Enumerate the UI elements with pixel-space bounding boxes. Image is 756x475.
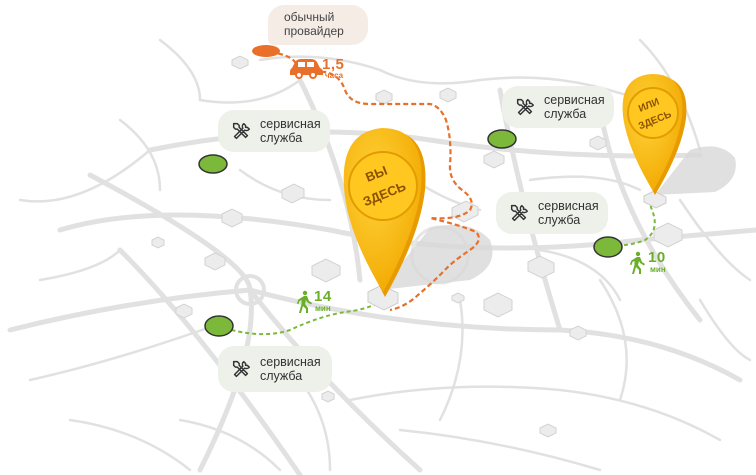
tools-icon	[232, 360, 250, 378]
service-markers	[198, 129, 623, 337]
service-label: сервисная служба	[260, 355, 321, 383]
service-bubble[interactable]: сервисная служба	[218, 346, 332, 392]
pin-shadow-main	[380, 224, 493, 290]
pin-shadow-secondary	[655, 146, 736, 195]
walk-route-left	[217, 301, 381, 336]
walk-time-left-value: 14	[314, 288, 332, 305]
tools-icon	[510, 204, 528, 222]
car-time-unit: часа	[325, 71, 344, 80]
walking-person-icon	[296, 290, 312, 313]
walk-time-left-unit: мин	[315, 304, 331, 313]
service-label: сервисная служба	[538, 199, 599, 227]
walking-person-icon	[629, 251, 645, 274]
you-are-here-pin[interactable]: ВЫ ЗДЕСЬ	[343, 128, 426, 297]
service-label: сервисная служба	[544, 93, 605, 121]
service-bubble[interactable]: сервисная служба	[502, 86, 614, 128]
or-here-pin[interactable]: ИЛИ ЗДЕСЬ	[622, 74, 687, 209]
service-marker[interactable]	[204, 315, 234, 337]
service-bubble[interactable]: сервисная служба	[218, 110, 330, 152]
tools-icon	[232, 122, 250, 140]
service-marker[interactable]	[593, 236, 623, 258]
car-time-value: 1,5	[322, 56, 345, 73]
walk-time-right-unit: мин	[650, 265, 666, 274]
car-route-line	[269, 50, 480, 312]
provider-bubble: обычный провайдер	[268, 5, 368, 45]
roads	[7, 38, 756, 475]
service-marker[interactable]	[198, 154, 228, 174]
provider-marker	[252, 45, 280, 57]
service-label: сервисная служба	[260, 117, 321, 145]
provider-label: обычный провайдер	[284, 10, 344, 38]
car-icon	[290, 59, 323, 79]
buildings	[151, 55, 683, 438]
service-marker[interactable]	[487, 129, 517, 149]
tools-icon	[516, 98, 534, 116]
walk-time-right-value: 10	[648, 249, 666, 266]
service-bubble[interactable]: сервисная служба	[496, 192, 608, 234]
